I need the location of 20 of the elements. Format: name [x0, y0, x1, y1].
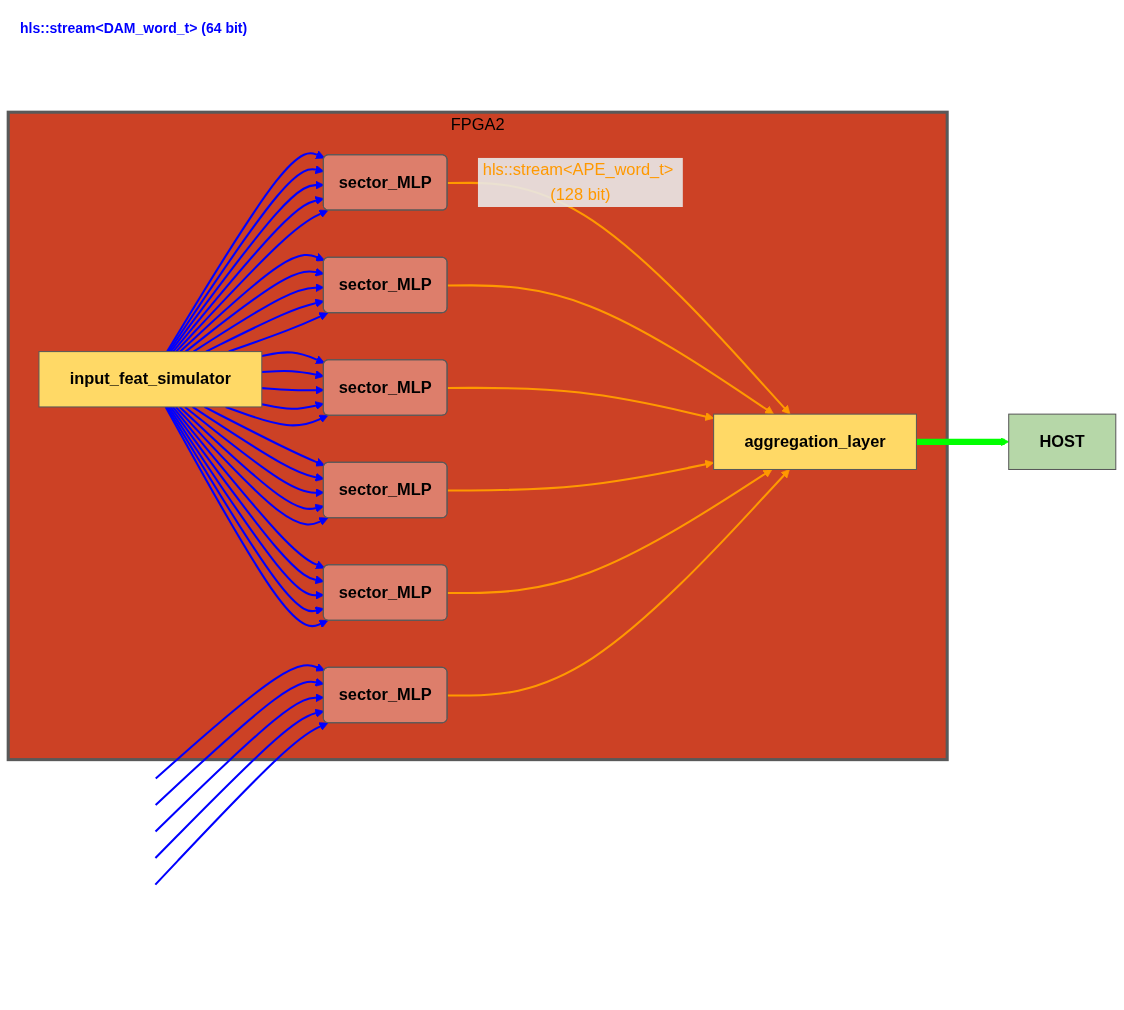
arrow: [184, 406, 325, 498]
arrow: [175, 406, 329, 526]
node-box: input_feat_simulator: [38, 351, 263, 408]
arrow: [447, 284, 774, 415]
arrow: [204, 406, 325, 467]
node-box: aggregation_layer: [713, 414, 917, 471]
arrow: [447, 182, 791, 415]
arrow: [261, 351, 325, 365]
arrow: [179, 253, 325, 353]
arrow: [179, 406, 325, 513]
stream-label: hls::stream<DAM_word_t> (64 bit): [20, 20, 248, 36]
arrow: [228, 312, 329, 353]
arrow: [225, 406, 329, 427]
arrow: [192, 406, 325, 483]
arrow: [154, 722, 329, 886]
arrow: [155, 663, 325, 780]
arrow: [447, 469, 790, 697]
arrow: [447, 469, 773, 595]
edge-label: hls::stream<APE_word_t> (128 bit): [482, 161, 674, 204]
node-box: HOST: [1008, 414, 1117, 471]
